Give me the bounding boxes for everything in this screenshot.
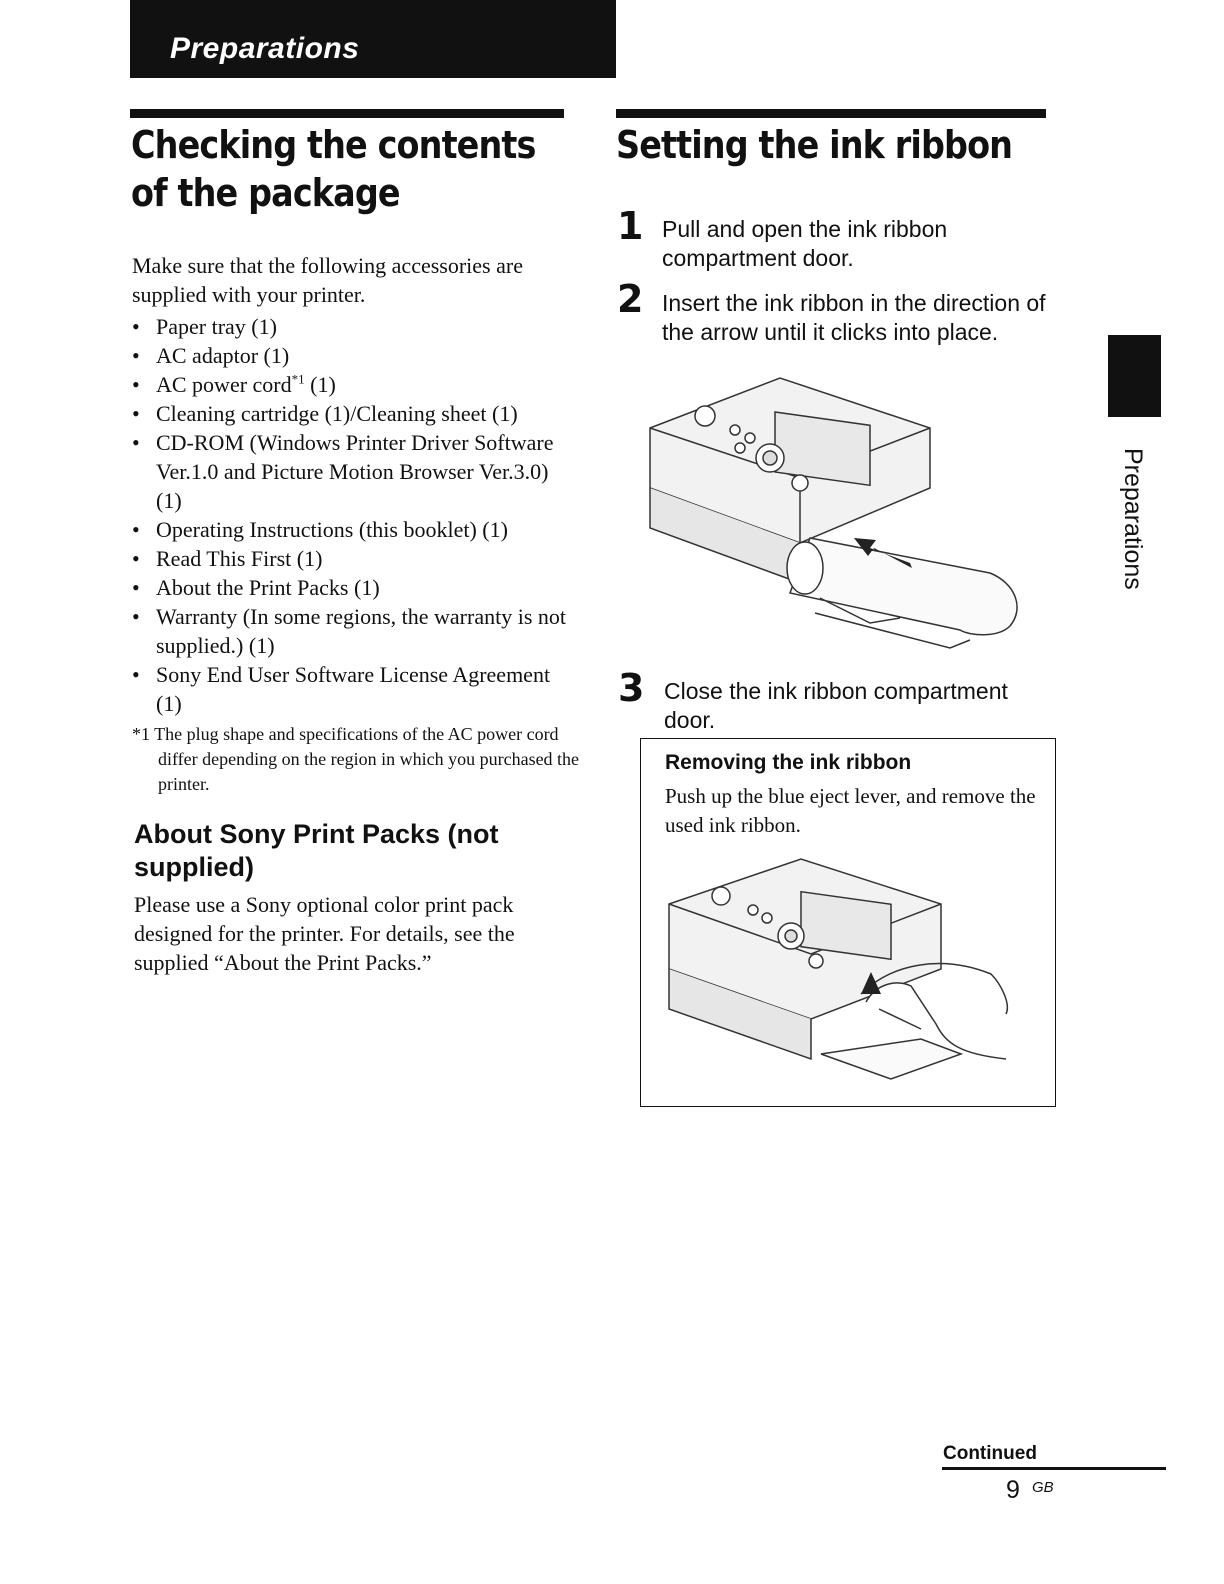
step-text-2: Insert the ink ribbon in the direction o… (662, 290, 1046, 345)
section-banner: Preparations (130, 0, 616, 78)
list-item: AC power cord*1 (1) (132, 370, 572, 399)
print-packs-heading: About Sony Print Packs (not supplied) (134, 819, 499, 882)
removing-ribbon-box: Removing the ink ribbon Push up the blue… (640, 738, 1056, 1107)
intro-text: Make sure that the following accessories… (132, 253, 523, 307)
list-item: CD-ROM (Windows Printer Driver Software … (132, 428, 572, 515)
page-suffix: GB (1032, 1479, 1054, 1496)
side-section-tab (1108, 335, 1161, 417)
step-number-3: 3 (618, 666, 645, 710)
left-title-line2: of the package (131, 171, 401, 215)
item-count: (1) (304, 372, 336, 397)
section-label: Preparations (170, 32, 360, 65)
step-text-3: Close the ink ribbon compartment door. (664, 678, 1008, 733)
footnote: *1 The plug shape and specifications of … (132, 724, 580, 794)
list-item: AC adaptor (1) (132, 341, 572, 370)
list-item: About the Print Packs (1) (132, 573, 572, 602)
list-item: Paper tray (1) (132, 312, 572, 341)
item-text: AC power cord (156, 372, 292, 397)
right-title-rule (616, 109, 1046, 118)
side-section-label: Preparations (1119, 448, 1147, 590)
right-title: Setting the ink ribbon (616, 123, 1013, 167)
step-text-1: Pull and open the ink ribbon compartment… (662, 216, 948, 271)
box-text: Push up the blue eject lever, and remove… (665, 784, 1036, 837)
left-title-rule (130, 109, 564, 118)
continued-rule (942, 1467, 1166, 1470)
list-item: Read This First (1) (132, 544, 572, 573)
list-item: Sony End User Software License Agreement… (132, 660, 572, 718)
footnote-mark: *1 (291, 371, 305, 387)
print-packs-text: Please use a Sony optional color print p… (134, 892, 515, 975)
step-number-2: 2 (617, 277, 644, 321)
list-item: Operating Instructions (this booklet) (1… (132, 515, 572, 544)
step-number-1: 1 (617, 204, 644, 248)
left-title-line1: Checking the contents (131, 123, 536, 167)
printer-ribbon-insert-illustration (649, 377, 1018, 649)
list-item: Warranty (In some regions, the warranty … (132, 602, 572, 660)
box-title: Removing the ink ribbon (665, 751, 912, 774)
page-number: 9 (1006, 1476, 1020, 1504)
list-item: Cleaning cartridge (1)/Cleaning sheet (1… (132, 399, 572, 428)
accessory-list: Paper tray (1) AC adaptor (1) AC power c… (132, 312, 572, 718)
printer-ribbon-remove-illustration (668, 858, 1008, 1080)
continued-label: Continued (943, 1443, 1037, 1464)
left-title: Checking the contents of the package (131, 121, 589, 217)
